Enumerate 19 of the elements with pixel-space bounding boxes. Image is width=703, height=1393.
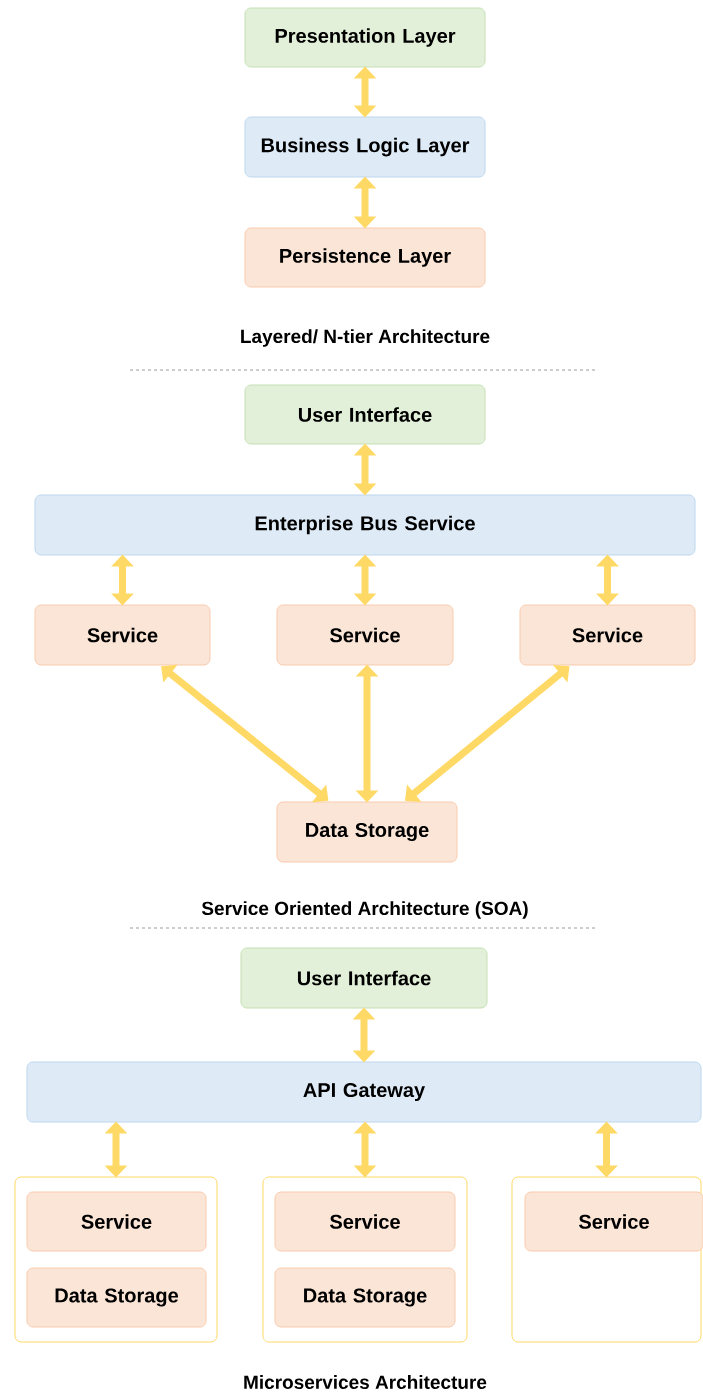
process-box: Persistence Layer xyxy=(244,227,486,288)
section-title: Service Oriented Architecture (SOA) xyxy=(201,901,528,919)
process-box: API Gateway xyxy=(26,1061,702,1123)
process-box: Service xyxy=(524,1191,703,1252)
process-box: Data Storage xyxy=(276,801,458,863)
process-box: Service xyxy=(26,1191,207,1252)
process-box: Data Storage xyxy=(26,1267,207,1328)
process-box: Data Storage xyxy=(274,1267,456,1328)
process-box: Business Logic Layer xyxy=(244,116,486,178)
process-box: Enterprise Bus Service xyxy=(34,494,696,556)
section-title: Microservices Architecture xyxy=(244,1375,487,1389)
process-box: Presentation Layer xyxy=(244,7,486,68)
process-box: Service xyxy=(34,604,211,666)
process-box: Service xyxy=(274,1191,456,1252)
process-box: Service xyxy=(519,604,696,666)
process-box: Service xyxy=(276,604,454,666)
process-box: User Interface xyxy=(240,947,488,1009)
process-box: User Interface xyxy=(244,384,486,445)
section-title: Layered/ N-tier Architecture xyxy=(241,329,490,347)
